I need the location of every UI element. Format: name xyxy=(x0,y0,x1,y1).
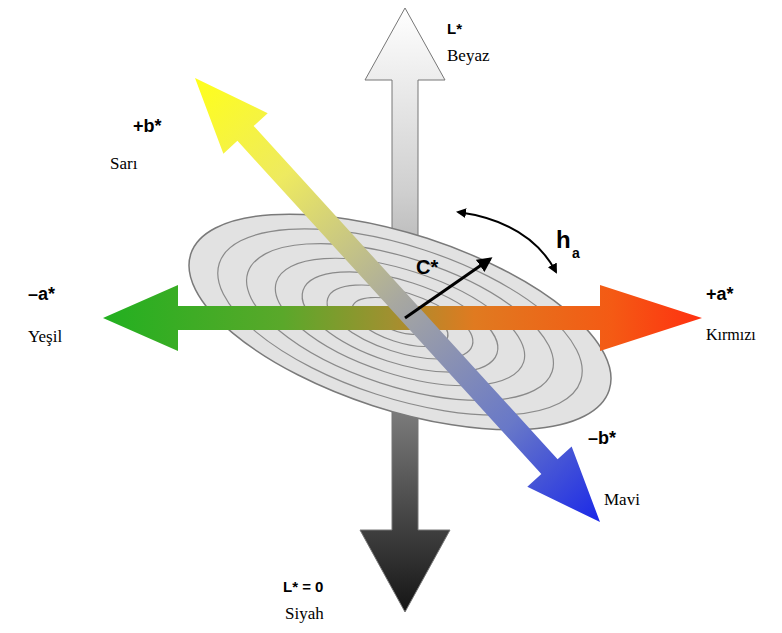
axis-symbol: +b* xyxy=(133,116,162,137)
axis-symbol: L* = 0 xyxy=(283,578,323,595)
axis-symbol: L* xyxy=(447,20,462,37)
axis-symbol: –a* xyxy=(28,284,55,305)
hue-symbol: h xyxy=(556,226,571,254)
hue-angle-arc xyxy=(458,212,556,272)
axis-name: Beyaz xyxy=(447,46,489,66)
axis-name: Siyah xyxy=(285,604,324,624)
hue-subscript: a xyxy=(572,245,580,261)
axis-name: Kırmızı xyxy=(706,326,756,344)
axis-name: Mavi xyxy=(604,490,640,510)
b-axis xyxy=(173,58,622,542)
axis-symbol: –b* xyxy=(588,428,616,449)
axis-symbol: +a* xyxy=(706,284,734,305)
axis-name: Yeşil xyxy=(28,327,62,347)
chroma-symbol: C* xyxy=(416,256,438,279)
axis-name: Sarı xyxy=(110,154,137,174)
